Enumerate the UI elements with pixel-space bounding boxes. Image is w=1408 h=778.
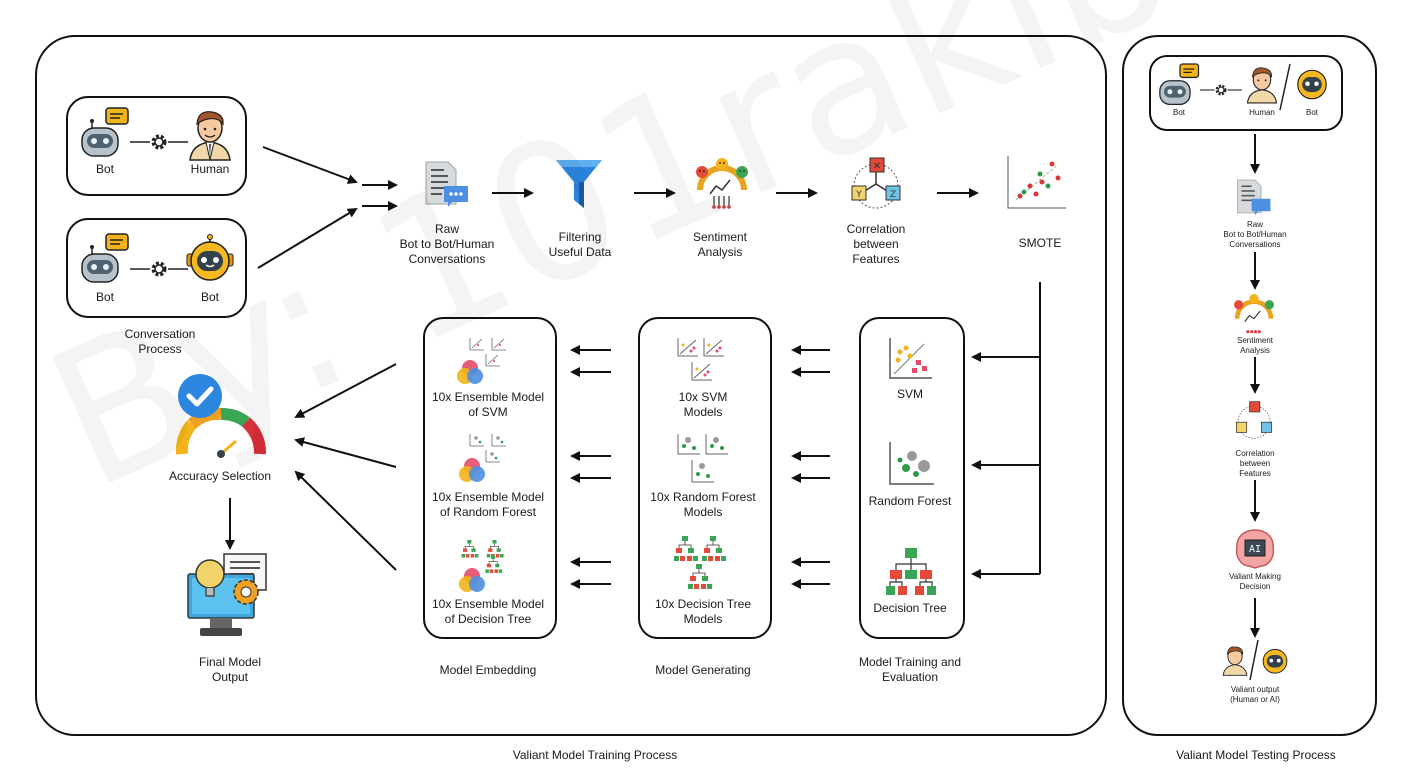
gear-link-icon [130, 134, 188, 150]
filtering-label: Filtering Useful Data [548, 230, 612, 259]
conv2-right-label: Bot [200, 290, 219, 304]
output-slash-divider [1249, 639, 1259, 681]
svm-models-icon [677, 338, 724, 381]
smote-scatter-icon [1007, 156, 1066, 209]
final-model-output-label: Final Model Output [198, 655, 262, 684]
testing-correlation-label: Correlation between Features [1235, 449, 1275, 478]
testing-sentiment-icon [1234, 294, 1274, 334]
svm-icon [889, 338, 932, 379]
ensemble-random-forest-label: 10x Ensemble Model of Random Forest [431, 490, 545, 519]
gear-link-icon [130, 261, 188, 277]
ai-brain-icon: AI [1235, 529, 1275, 569]
correlation-label: Correlation between Features [846, 222, 906, 266]
output-human-icon [1222, 646, 1248, 676]
accuracy-gauge-icon [175, 374, 266, 458]
conv1-right-label: Human [190, 162, 230, 176]
random-forest-models-icon [677, 434, 728, 483]
svm-label: SVM [896, 387, 923, 401]
svg-text:✕: ✕ [873, 161, 881, 172]
testing-robot-icon [1297, 69, 1327, 100]
testing-document-chat-icon [1237, 179, 1271, 216]
raw-conversations-label: Raw Bot to Bot/Human Conversations [399, 222, 495, 266]
decision-tree-models-icon [674, 535, 727, 590]
random-forest-models-label: 10x Random Forest Models [650, 490, 756, 519]
conv1-left-label: Bot [95, 162, 114, 176]
decision-tree-label: Decision Tree [873, 601, 947, 615]
model-generating-caption: Model Generating [655, 663, 751, 677]
robot-icon [186, 234, 234, 281]
conversation-process-caption: Conversation Process [124, 327, 196, 356]
valiant-output-label: Valiant output (Human or AI) [1230, 685, 1280, 704]
testing-raw-label: Raw Bot to Bot/Human Conversations [1223, 220, 1287, 249]
testing-panel [1122, 35, 1377, 736]
testing-correlation-icon [1236, 401, 1272, 439]
smote-label: SMOTE [1018, 236, 1062, 250]
testing-bot-icon [1159, 63, 1200, 105]
accuracy-selection-label: Accuracy Selection [168, 469, 272, 483]
ensemble-svm-icon [457, 338, 506, 384]
slash-divider [1279, 63, 1291, 111]
ensemble-decision-tree-label: 10x Ensemble Model of Decision Tree [431, 597, 545, 626]
model-training-caption: Model Training and Evaluation [858, 655, 962, 684]
conv2-left-label: Bot [95, 290, 114, 304]
testing-caption: Valiant Model Testing Process [1176, 748, 1336, 762]
document-chat-icon [425, 161, 468, 207]
bot-icon [81, 233, 129, 283]
sentiment-analysis-label: Sentiment Analysis [692, 230, 748, 259]
svg-text:Z: Z [890, 190, 896, 200]
correlation-icon: ✕ Y Z [851, 157, 901, 209]
decision-tree-models-label: 10x Decision Tree Models [654, 597, 752, 626]
bot-icon [81, 107, 129, 157]
svg-text:Y: Y [855, 190, 862, 200]
testing-bot2-label: Bot [1305, 108, 1318, 117]
testing-bot-label: Bot [1172, 108, 1185, 117]
output-robot-icon [1262, 648, 1288, 674]
svm-models-label: 10x SVM Models [678, 390, 728, 419]
valiant-decision-label: Valiant Making Decision [1229, 572, 1281, 591]
human-icon [189, 111, 231, 161]
random-forest-scatter-icon [889, 442, 934, 485]
model-embedding-caption: Model Embedding [439, 663, 537, 677]
random-forest-label: Random Forest [868, 494, 952, 508]
funnel-icon [556, 160, 602, 208]
testing-gear-link-icon [1200, 84, 1242, 96]
testing-sentiment-label: Sentiment Analysis [1236, 336, 1274, 355]
ensemble-svm-label: 10x Ensemble Model of SVM [431, 390, 545, 419]
sentiment-gauge-icon [696, 158, 748, 209]
svg-text:AI: AI [1249, 544, 1261, 555]
ensemble-random-forest-icon [459, 434, 506, 482]
testing-human-icon [1246, 67, 1278, 104]
ensemble-decision-tree-icon [459, 539, 504, 592]
testing-human-label: Human [1249, 108, 1275, 117]
decision-tree-icon [886, 548, 936, 595]
training-caption: Valiant Model Training Process [512, 748, 678, 762]
model-embedding-box [423, 317, 557, 639]
final-output-monitor-icon [187, 553, 267, 636]
